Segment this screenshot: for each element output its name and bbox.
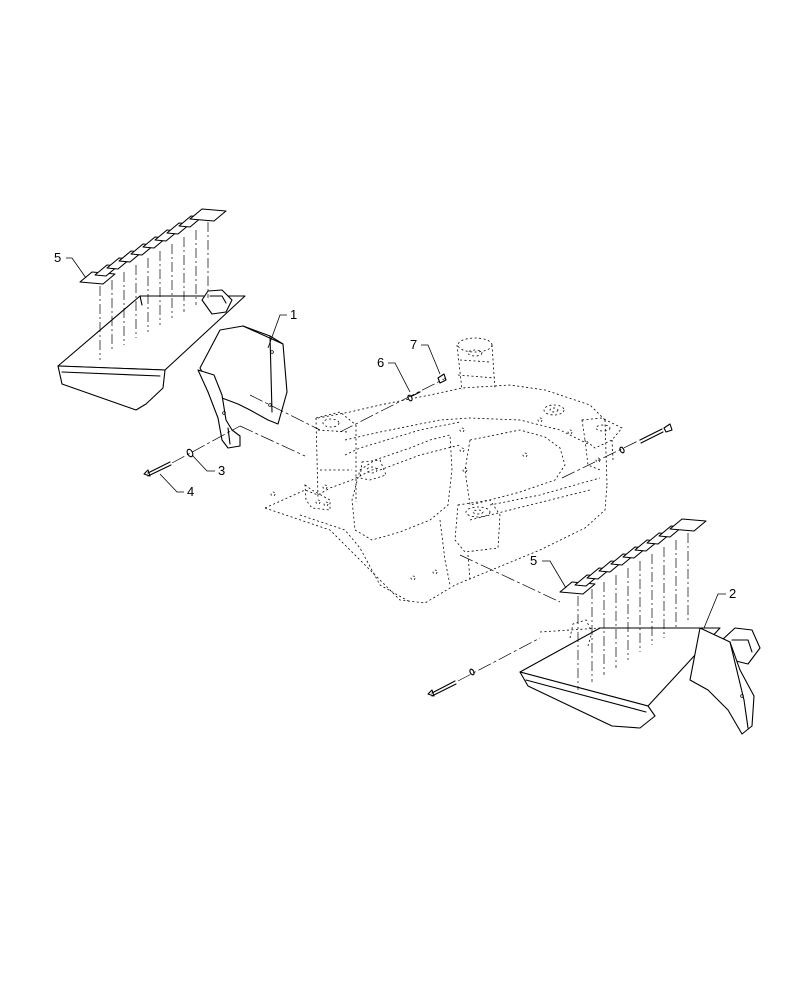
callout-1: 1: [290, 307, 297, 322]
callout-3: 3: [218, 463, 225, 478]
callout-4: 4: [187, 484, 194, 499]
callout-2: 2: [729, 586, 736, 601]
fasteners: [143, 373, 673, 697]
chassis-frame: [264, 337, 623, 604]
callout-5-right: 5: [530, 553, 537, 568]
callouts: 5 1 7 6 3 4 5 2: [54, 250, 736, 629]
callout-7: 7: [410, 337, 417, 352]
callout-6: 6: [377, 355, 384, 370]
right-anti-slip-strips: [559, 518, 707, 690]
left-step-assembly: [57, 289, 288, 449]
callout-5-left: 5: [54, 250, 61, 265]
right-step-assembly: [519, 619, 761, 735]
left-anti-slip-strips: [79, 208, 227, 360]
